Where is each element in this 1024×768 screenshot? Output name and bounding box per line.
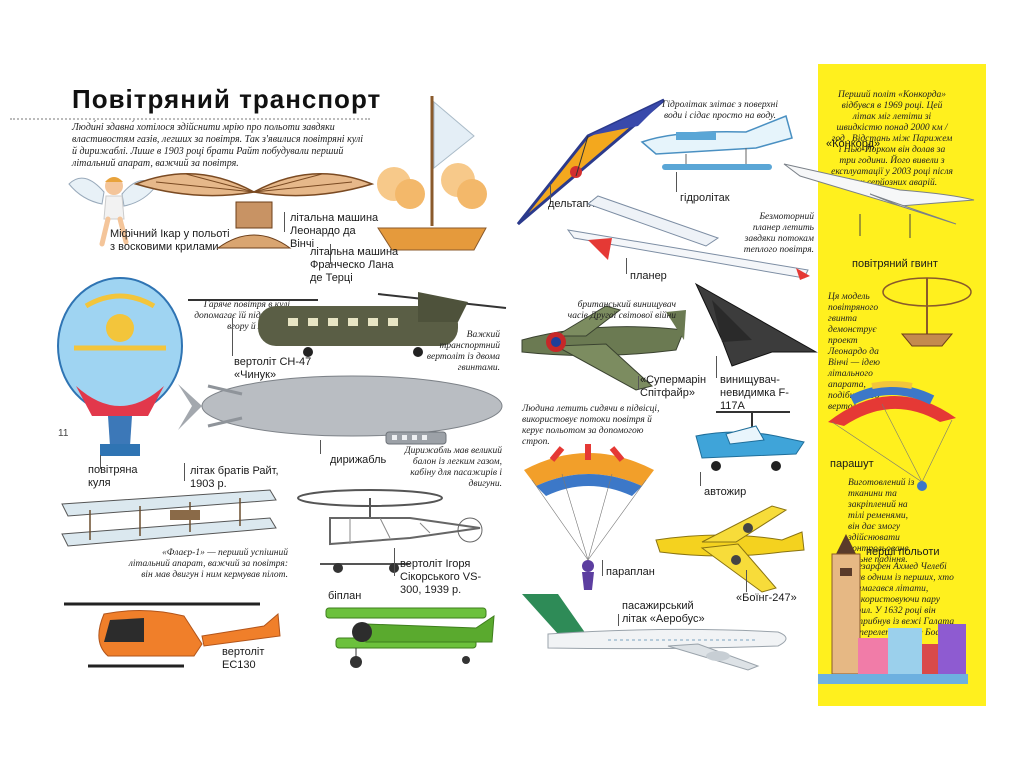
pointer-boeing <box>746 570 747 592</box>
glider-illustration <box>566 195 810 280</box>
pointer-balloon <box>100 455 101 469</box>
chinook-illustration <box>188 292 507 357</box>
airship-illustration <box>178 375 503 445</box>
wright-flyer-illustration <box>61 489 277 547</box>
label-boeing247: «Боїнг-247» <box>736 592 797 604</box>
label-air-screw: повітряний гвинт <box>852 258 938 270</box>
galata-tower-illustration <box>818 534 968 684</box>
label-f117: винищувач-невидимка F-117A <box>720 374 789 412</box>
pointer-lana <box>330 244 331 264</box>
airbus-illustration <box>522 594 787 671</box>
page-title: Повітряний транспорт <box>72 84 382 114</box>
sikorsky-illustration <box>297 489 483 573</box>
label-sikorsky: вертоліт Ігоря Сікорського VS-300, 1939 … <box>400 558 482 596</box>
note-chinook: Важкий транспортний вертоліт із двома гв… <box>426 330 500 373</box>
label-airbus: пасажирський літак «Аеробус» <box>622 600 705 625</box>
concorde-illustration <box>783 163 975 238</box>
note-spitfire: британський винищувач часів Другої світо… <box>567 300 676 321</box>
label-leonardo-machine: літальна машина Леонардо да Вінчі <box>290 212 379 250</box>
pointer-chinook <box>232 318 233 356</box>
label-hydroplane: гідролітак <box>680 192 730 204</box>
intro-text: Люди́ні здавна́ хотілося здійснити мрію … <box>72 122 364 169</box>
pointer-autogyro <box>700 472 701 486</box>
hang-glider-illustration <box>516 98 665 226</box>
note-parachute: Виготовлений із тканини та закріплений н… <box>848 478 915 565</box>
label-glider: планер <box>630 270 667 282</box>
pointer-glider <box>626 258 627 274</box>
pointer-airbus <box>618 614 619 626</box>
boeing247-illustration <box>655 505 805 593</box>
pointer-spitfire <box>638 376 639 390</box>
note-hydroplane: Гідролітак злітає з поверхні води і сіда… <box>662 100 778 121</box>
paraglider-illustration <box>524 444 654 590</box>
air-screw-illustration <box>882 277 972 347</box>
label-biplane: біплан <box>328 590 362 602</box>
note-paraglider: Людина летить сидячи в підвісці, викорис… <box>522 404 660 447</box>
ec130-illustration <box>64 602 281 668</box>
pointer-f117 <box>716 356 717 378</box>
title-divider <box>10 118 370 120</box>
label-spitfire: «Супермарін Спітфайр» <box>640 374 707 399</box>
label-balloon: повітряна куля <box>88 464 138 489</box>
f117-illustration <box>694 282 818 367</box>
pointer-hang-glider <box>550 184 551 204</box>
pointer-airship <box>320 440 321 454</box>
label-parachute: парашут <box>830 458 874 470</box>
label-autogyro: автожир <box>704 486 747 498</box>
label-airship: дирижабль <box>330 454 387 466</box>
pointer-sikorsky <box>394 548 395 576</box>
hydroplane-illustration <box>640 114 793 170</box>
pointer-leonardo <box>284 212 285 232</box>
note-glider: Безмоторний планер летить завдяки потока… <box>743 212 814 255</box>
note-airship: Дирижабль мав великий балон із легким га… <box>404 446 502 489</box>
label-paraglider: параплан <box>606 566 655 578</box>
pointer-paraglider <box>602 560 603 576</box>
pointer-wright <box>184 463 185 481</box>
biplane-illustration <box>325 607 495 668</box>
label-concorde: «Конкорд» <box>826 138 881 150</box>
label-icarus: Міфічний Ікар у польоті з восковими крил… <box>110 228 230 253</box>
pointer-hydroplane <box>676 172 677 192</box>
label-first-flights: перші польоти <box>866 546 940 558</box>
note-flyer: «Флаєр-1» — перший успішний літальний ап… <box>128 548 288 580</box>
label-wright: літак братів Райт, 1903 р. <box>190 465 279 490</box>
label-lana-machine: літальна машина Франческо Лана де Терці <box>310 246 399 284</box>
lana-machine-illustration <box>377 96 487 251</box>
note-concorde: Перший політ «Конкорда» відбувся в 1969 … <box>831 90 953 188</box>
spitfire-illustration <box>521 305 686 391</box>
label-chinook: вертоліт CH-47 «Чинук» <box>234 356 312 381</box>
leonardo-machine-illustration <box>133 172 375 249</box>
hot-air-balloon-illustration <box>57 277 183 456</box>
page-number-left: 11 <box>58 428 69 439</box>
autogyro-illustration <box>695 411 805 471</box>
parachute-illustration <box>828 381 956 491</box>
label-ec130: вертоліт EC130 <box>222 646 265 671</box>
